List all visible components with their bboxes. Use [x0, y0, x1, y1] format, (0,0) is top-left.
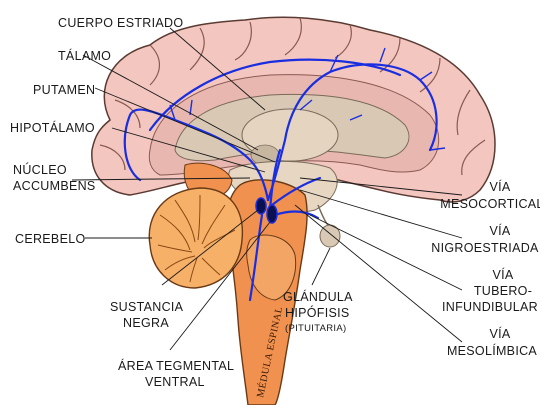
label-negra: NEGRA: [123, 316, 169, 330]
cerebellum: [148, 187, 244, 289]
label-hipofisis: HIPÓFISIS: [285, 305, 350, 320]
label-ventral: VENTRAL: [145, 375, 205, 389]
label-accumbens: ACCUMBENS: [13, 179, 96, 193]
label-sustancia: SUSTANCIA: [110, 300, 184, 314]
pathway-branches: [169, 47, 446, 151]
label-cuerpo-estriado: CUERPO ESTRIADO: [58, 16, 183, 30]
label-via-tubero-1: VÍA: [492, 267, 513, 282]
label-via-nigroestriada-2: NIGROESTRIADA: [431, 241, 539, 255]
label-hipotalamo: HIPOTÁLAMO: [10, 120, 95, 135]
cortex-gyri: [99, 17, 486, 176]
label-via-mesocortical-2: MESOCORTICAL: [440, 197, 540, 211]
label-via-nigroestriada-1: VÍA: [489, 223, 510, 238]
label-via-tubero-3: INFUNDIBULAR: [442, 300, 538, 314]
pathway-down: [248, 213, 264, 302]
label-via-mesolimbica-2: MESOLÍMBICA: [447, 343, 537, 358]
leader-lines: [71, 27, 463, 351]
substantia-nigra-nucleus: [255, 197, 267, 215]
pathway-mesocortical: [123, 108, 270, 202]
label-cerebelo: CEREBELO: [15, 232, 85, 246]
label-area-tegmental: ÁREA TEGMENTAL: [118, 358, 234, 373]
label-via-tubero-2: TUBERO-: [474, 284, 532, 298]
label-putamen: PUTAMEN: [33, 83, 95, 97]
label-glandula: GLÁNDULA: [283, 289, 353, 304]
pathway-frontal: [148, 58, 402, 132]
pathway-tuberoinfundibular: [273, 210, 320, 220]
label-pituitaria: (PITUITARIA): [285, 323, 346, 334]
vta-nucleus: [266, 204, 278, 224]
label-via-mesocortical-1: VÍA: [489, 179, 510, 194]
pons: [246, 234, 297, 301]
label-nucleo: NÚCLEO: [13, 162, 67, 177]
label-talamo: TÁLAMO: [58, 48, 111, 63]
label-via-mesolimbica-1: VÍA: [489, 326, 510, 341]
pathway-nigrostriatal: [268, 148, 282, 212]
